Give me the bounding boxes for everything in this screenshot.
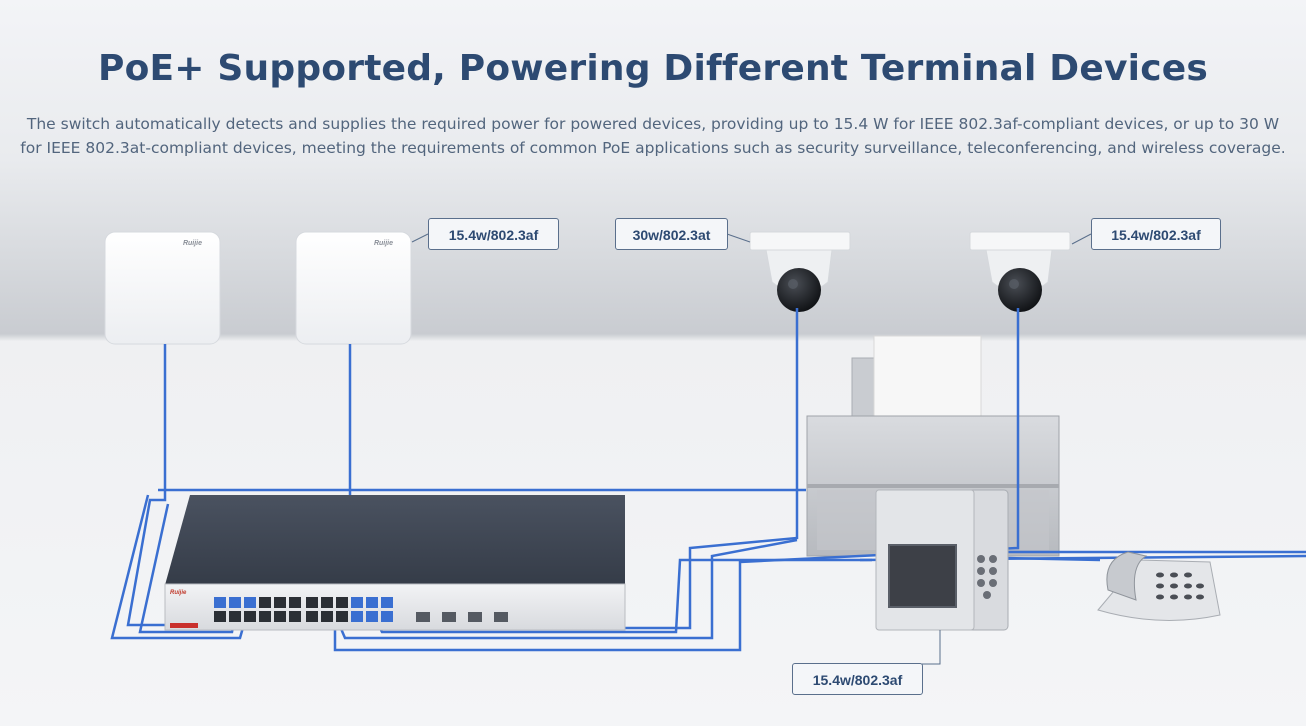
switch-port: [259, 611, 271, 622]
switch-port: [259, 597, 271, 608]
ap-2-brand: Ruijie: [374, 240, 393, 247]
switch-port: [336, 611, 348, 622]
switch-ports: [214, 597, 393, 622]
switch-port: [244, 597, 256, 608]
access-point-2: Ruijie: [295, 231, 412, 345]
switch-port: [214, 611, 226, 622]
switch-port: [366, 597, 378, 608]
switch-port: [336, 597, 348, 608]
dome-camera-left: [749, 231, 851, 312]
callout-camera-right: 15.4w/802.3af: [1091, 218, 1221, 250]
switch-port: [351, 597, 363, 608]
switch-port: [306, 611, 318, 622]
switch-port: [214, 597, 226, 608]
switch-port: [244, 611, 256, 622]
switch-port: [321, 597, 333, 608]
switch-port: [289, 597, 301, 608]
desk-telephone: [1097, 551, 1221, 621]
switch-brand: Ruijie: [170, 590, 187, 596]
ap-1-brand: Ruijie: [183, 240, 202, 247]
callout-camera-left: 30w/802.3at: [615, 218, 728, 250]
switch-port: [274, 597, 286, 608]
switch-port: [381, 597, 393, 608]
switch-port: [229, 597, 241, 608]
switch-port: [381, 611, 393, 622]
callout-leaders: [411, 233, 1092, 665]
switch-port: [306, 597, 318, 608]
switch-port: [321, 611, 333, 622]
page-description: The switch automatically detects and sup…: [20, 115, 1286, 157]
callout-access-point: 15.4w/802.3af: [428, 218, 559, 250]
switch-port: [229, 611, 241, 622]
callout-phone-terminal: 15.4w/802.3af: [792, 663, 923, 695]
switch-port: [289, 611, 301, 622]
page-title: PoE+ Supported, Powering Different Termi…: [98, 48, 1208, 89]
access-point-1: Ruijie: [104, 231, 221, 345]
poe-switch: Ruijie: [164, 495, 626, 631]
switch-port: [274, 611, 286, 622]
ip-phone-terminal: [875, 489, 1009, 631]
dome-camera-right: [969, 231, 1071, 312]
switch-port: [366, 611, 378, 622]
switch-port: [351, 611, 363, 622]
